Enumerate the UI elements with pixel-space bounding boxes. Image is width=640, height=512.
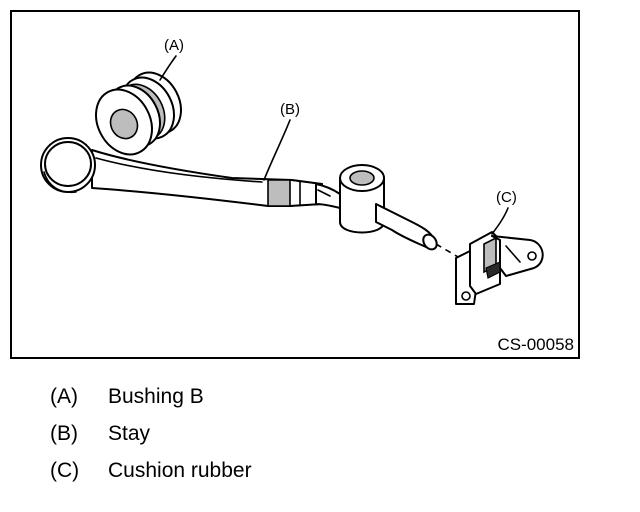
figure-id: CS-00058 bbox=[497, 335, 574, 354]
legend-item: (C) Cushion rubber bbox=[50, 458, 252, 495]
legend-item: (B) Stay bbox=[50, 421, 252, 458]
parts-legend: (A) Bushing B (B) Stay (C) Cushion rubbe… bbox=[50, 384, 252, 495]
legend-key: (A) bbox=[50, 385, 78, 408]
legend-key: (B) bbox=[50, 422, 78, 445]
callout-label-c: (C) bbox=[496, 189, 517, 206]
legend-text: Cushion rubber bbox=[108, 459, 252, 482]
legend-text: Bushing B bbox=[108, 385, 204, 408]
legend-item: (A) Bushing B bbox=[50, 384, 252, 421]
callout-label-a: (A) bbox=[164, 37, 184, 54]
leader-line-b bbox=[263, 119, 291, 181]
stay-part bbox=[40, 137, 438, 251]
leader-line-c bbox=[491, 207, 509, 235]
cushion-rubber-part bbox=[455, 231, 544, 305]
leader-line-a bbox=[159, 55, 177, 81]
legend-key: (C) bbox=[50, 459, 80, 482]
legend-text: Stay bbox=[108, 422, 151, 445]
bushing-b-part bbox=[95, 71, 182, 156]
callout-label-b: (B) bbox=[280, 101, 300, 118]
